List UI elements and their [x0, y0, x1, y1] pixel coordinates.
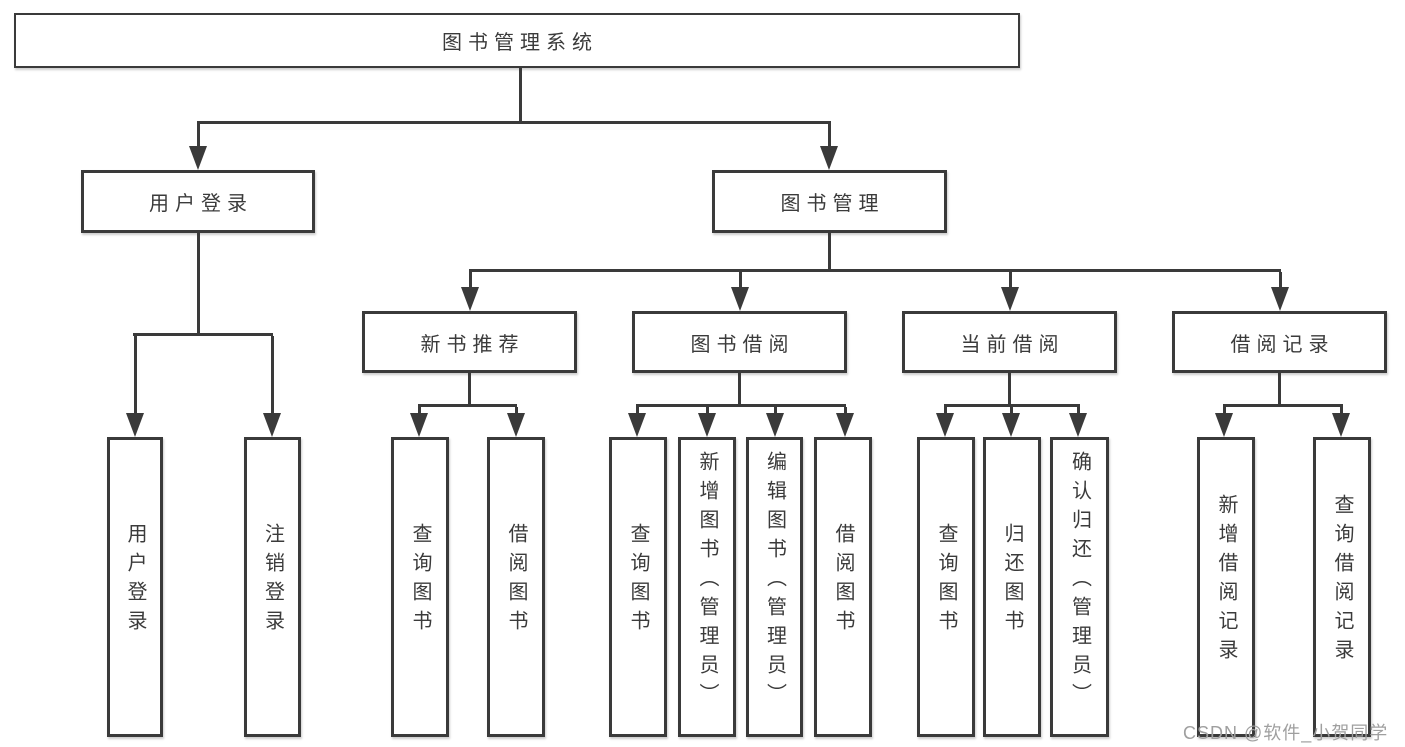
arrowhead-icon: [410, 413, 428, 437]
node-library-management-system: 图书管理系统: [14, 13, 1020, 68]
leaf-label: 借阅图书: [832, 523, 854, 639]
connector-arrow: [628, 407, 646, 437]
arrowhead-icon: [461, 287, 479, 311]
arrowhead-icon: [263, 413, 281, 437]
connector-arrow-book-borrow: [731, 272, 749, 311]
connector-borrow-records-bar: [1223, 404, 1343, 407]
leaf-borrow-book: 借阅图书: [814, 437, 872, 737]
connector-current-borrow-bar: [944, 404, 1080, 407]
connector-current-borrow-stem: [1008, 373, 1011, 407]
node-label: 图书借阅: [690, 333, 795, 356]
leaf-add-borrow-record: 新增借阅记录: [1197, 437, 1255, 737]
connector-arrow: [766, 407, 784, 437]
leaf-label: 借阅图书: [505, 523, 527, 639]
leaf-label: 新增借阅记录: [1215, 494, 1237, 668]
leaf-label: 归还图书: [1001, 523, 1023, 639]
leaf-edit-book-admin: 编辑图书（管理员）: [746, 437, 803, 737]
connector-arrow-borrow-records: [1271, 272, 1289, 311]
node-label: 当前借阅: [960, 333, 1065, 356]
connector-arrow-leaf-user-login: [126, 336, 144, 437]
connector-user-login-stem: [197, 233, 200, 336]
connector-user-login-bar: [133, 333, 273, 336]
leaf-label: 查询图书: [627, 523, 649, 639]
arrowhead-icon: [1069, 413, 1087, 437]
arrowhead-icon: [1002, 413, 1020, 437]
arrowhead-icon: [1271, 287, 1289, 311]
arrowhead-icon: [836, 413, 854, 437]
node-user-login: 用户登录: [81, 170, 315, 233]
leaf-add-book-admin: 新增图书（管理员）: [678, 437, 736, 737]
connector-new-book-stem: [468, 373, 471, 407]
connector-arrow-new-book-rec: [461, 272, 479, 311]
leaf-borrow-book-rec: 借阅图书: [487, 437, 545, 737]
connector-book-borrow-stem: [738, 373, 741, 407]
arrowhead-icon: [936, 413, 954, 437]
connector-level3-bar: [469, 269, 1281, 272]
arrowhead-icon: [820, 146, 838, 170]
node-label: 图书管理系统: [442, 32, 598, 54]
connector-arrow-book-mgmt: [820, 124, 838, 170]
node-label: 图书管理: [780, 193, 885, 215]
node-label: 用户登录: [149, 193, 253, 215]
connector-new-book-bar: [418, 404, 517, 407]
arrowhead-icon: [507, 413, 525, 437]
leaf-label: 新增图书（管理员）: [696, 450, 718, 712]
leaf-label: 确认归还（管理员）: [1068, 450, 1091, 712]
connector-borrow-records-stem: [1278, 373, 1281, 407]
leaf-logout: 注销登录: [244, 437, 301, 737]
node-borrow-records: 借阅记录: [1172, 311, 1387, 373]
leaf-label: 用户登录: [124, 523, 146, 639]
connector-arrow: [936, 407, 954, 437]
connector-arrow: [1002, 407, 1020, 437]
arrowhead-icon: [1001, 287, 1019, 311]
leaf-query-book-current: 查询图书: [917, 437, 975, 737]
connector-arrow: [410, 407, 428, 437]
arrowhead-icon: [628, 413, 646, 437]
connector-root-stem: [519, 68, 522, 124]
connector-arrow: [836, 407, 854, 437]
leaf-label: 注销登录: [261, 523, 284, 639]
arrowhead-icon: [189, 146, 207, 170]
connector-level2-bar: [197, 121, 831, 124]
node-label: 新书推荐: [420, 333, 525, 356]
leaf-label: 查询借阅记录: [1331, 494, 1353, 668]
arrowhead-icon: [126, 413, 144, 437]
leaf-confirm-return-admin: 确认归还（管理员）: [1050, 437, 1109, 737]
node-new-book-recommend: 新书推荐: [362, 311, 577, 373]
connector-arrow-current-borrow: [1001, 272, 1019, 311]
connector-arrow: [1332, 407, 1350, 437]
leaf-return-book: 归还图书: [983, 437, 1041, 737]
node-label: 借阅记录: [1230, 333, 1335, 356]
connector-arrow: [507, 407, 525, 437]
csdn-watermark: CSDN @软件_小贺同学: [1183, 723, 1389, 743]
arrowhead-icon: [766, 413, 784, 437]
arrowhead-icon: [1332, 413, 1350, 437]
leaf-label: 查询图书: [409, 523, 431, 639]
arrowhead-icon: [1215, 413, 1233, 437]
node-book-management: 图书管理: [712, 170, 947, 233]
leaf-label: 查询图书: [935, 523, 957, 639]
connector-arrow-user-login: [189, 124, 207, 170]
leaf-user-login: 用户登录: [107, 437, 163, 737]
connector-arrow-leaf-logout: [263, 336, 281, 437]
leaf-query-borrow-record: 查询借阅记录: [1313, 437, 1371, 737]
leaf-label: 编辑图书（管理员）: [763, 450, 786, 712]
arrowhead-icon: [698, 413, 716, 437]
arrowhead-icon: [731, 287, 749, 311]
node-current-borrow: 当前借阅: [902, 311, 1117, 373]
node-book-borrow: 图书借阅: [632, 311, 847, 373]
leaf-query-book-borrow: 查询图书: [609, 437, 667, 737]
connector-arrow: [1069, 407, 1087, 437]
connector-book-borrow-bar: [636, 404, 846, 407]
connector-book-mgmt-stem: [828, 233, 831, 272]
connector-arrow: [1215, 407, 1233, 437]
connector-arrow: [698, 407, 716, 437]
leaf-query-book-rec: 查询图书: [391, 437, 449, 737]
